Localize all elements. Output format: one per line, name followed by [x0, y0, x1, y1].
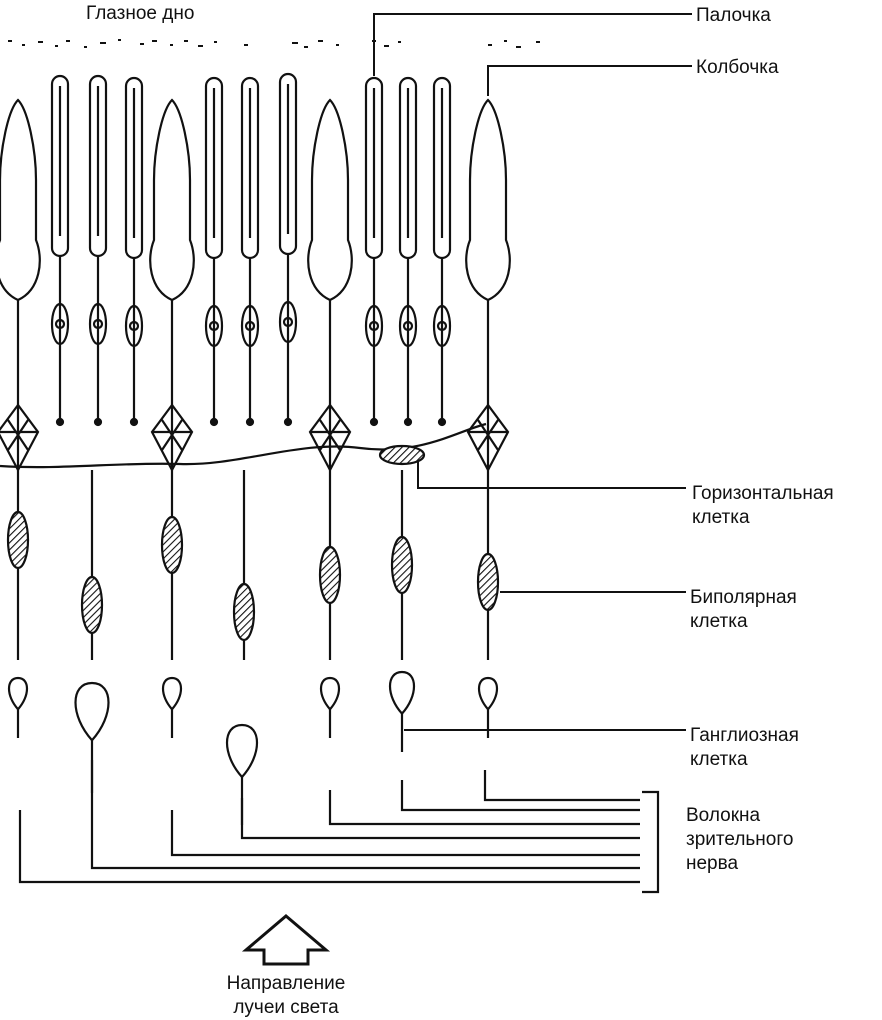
rod-terminal — [129, 417, 139, 427]
rod-terminal — [55, 417, 65, 427]
ganglion-cell-body — [388, 670, 416, 716]
optic-nerve-fibers — [18, 760, 660, 894]
cone-pedicle — [0, 403, 40, 473]
ganglion-cell-body — [7, 676, 29, 711]
rod-terminal — [403, 417, 413, 427]
bipolar-cell-body — [476, 552, 500, 612]
cone-cell — [149, 98, 195, 302]
horizontal-cell-body — [378, 444, 426, 466]
ganglion-cell-body — [161, 676, 183, 711]
bipolar-cell-label: Биполярная клетка — [690, 587, 797, 632]
cone-pedicle — [308, 403, 352, 473]
leader-lines — [373, 13, 692, 731]
optic-nerve-fibers-label: Волокна зрительного нерва — [686, 805, 794, 874]
bipolar-cell-body — [232, 582, 256, 642]
rod-terminal — [209, 417, 219, 427]
rod-terminal — [369, 417, 379, 427]
cone-cell — [465, 98, 511, 302]
ganglion-cell-label: Ганглиозная клетка — [690, 725, 799, 770]
ganglion-cell-body — [319, 676, 341, 711]
ganglion-cell-body — [226, 723, 258, 779]
bipolar-cell-body — [160, 515, 184, 575]
retina-cells — [0, 72, 511, 825]
cone-cell — [307, 98, 353, 302]
rod-terminal — [93, 417, 103, 427]
cone-cell — [0, 98, 41, 302]
cone-label: Колбочка — [696, 57, 779, 78]
fundus-label: Глазное дно — [86, 3, 195, 24]
bipolar-cell-body — [6, 510, 30, 570]
pigment-layer — [8, 39, 540, 48]
rod-terminal — [245, 417, 255, 427]
rod-terminal — [437, 417, 447, 427]
rod-terminal — [283, 417, 293, 427]
horizontal-cell-process — [0, 422, 487, 469]
ganglion-cell-body — [477, 676, 499, 711]
light-direction-label: Направление лучеи света — [226, 973, 346, 1018]
cone-pedicle — [466, 403, 510, 473]
bipolar-cell-body — [390, 535, 414, 595]
rod-label: Палочка — [696, 5, 771, 26]
horizontal-cell-label: Горизонтальная клетка — [692, 483, 834, 528]
ganglion-cell-body — [74, 681, 110, 742]
up-arrow-icon — [241, 914, 331, 966]
bipolar-cell-body — [318, 545, 342, 605]
bipolar-cell-body — [80, 575, 104, 635]
cone-pedicle — [150, 403, 194, 473]
